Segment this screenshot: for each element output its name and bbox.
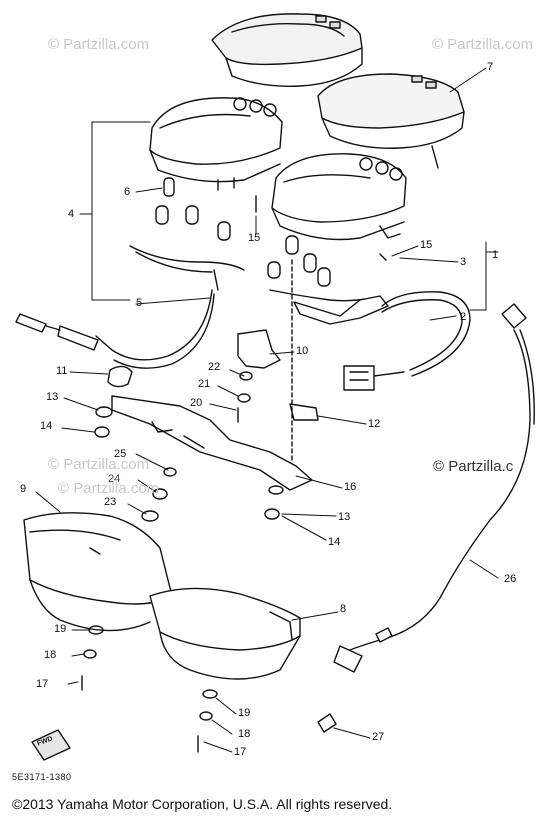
diagram-part-code: 5E3171-1380	[12, 772, 72, 782]
callout-10: 10	[296, 345, 309, 357]
callout-9: 9	[20, 483, 27, 495]
callout-17: 17	[36, 678, 49, 690]
meter-cover-lower	[317, 73, 465, 169]
meter-cover-top	[211, 13, 363, 87]
callout-14: 14	[328, 536, 341, 548]
watermark: © Partzilla.com	[58, 480, 160, 497]
callout-4: 4	[68, 208, 75, 220]
leader-lines	[35, 67, 499, 753]
callout-2: 2	[460, 311, 467, 323]
watermark: © Partzilla.c	[433, 458, 514, 475]
callout-22: 22	[208, 361, 221, 373]
meter-assembly-left	[15, 97, 283, 369]
callout-1: 1	[492, 249, 499, 261]
callout-5: 5	[136, 297, 143, 309]
callout-6: 6	[124, 186, 131, 198]
callout-24: 24	[108, 473, 121, 485]
callout-14: 14	[40, 420, 53, 432]
lower-cover-right	[149, 587, 301, 680]
callout-12: 12	[368, 418, 381, 430]
speedometer-cable	[333, 303, 535, 673]
callout-8: 8	[340, 603, 347, 615]
callout-3: 3	[460, 256, 467, 268]
callout-7: 7	[487, 61, 494, 73]
fwd-arrow	[31, 729, 71, 761]
lower-cover-left	[23, 512, 173, 632]
watermark: © Partzilla.com	[432, 36, 534, 53]
callout-23: 23	[104, 496, 117, 508]
callout-16: 16	[344, 481, 357, 493]
callout-18: 18	[238, 728, 251, 740]
callout-26: 26	[504, 573, 517, 585]
callout-11: 11	[56, 365, 68, 377]
watermark: © Partzilla.com	[48, 456, 150, 473]
meter-assembly-right	[267, 153, 471, 391]
callout-17: 17	[234, 746, 247, 758]
copyright-notice: ©2013 Yamaha Motor Corporation, U.S.A. A…	[12, 796, 393, 812]
callout-13: 13	[338, 511, 351, 523]
callout-25: 25	[114, 448, 127, 460]
callout-19: 19	[238, 707, 251, 719]
watermark: © Partzilla.com	[48, 36, 150, 53]
callout-18: 18	[44, 649, 57, 661]
callout-15: 15	[420, 239, 433, 251]
meter-bracket	[107, 259, 319, 491]
callout-20: 20	[190, 397, 203, 409]
callout-13: 13	[46, 391, 59, 403]
small-hardware	[81, 195, 387, 753]
callout-15: 15	[248, 232, 261, 244]
callout-19: 19	[54, 623, 67, 635]
callout-21: 21	[198, 378, 211, 390]
callout-27: 27	[372, 731, 385, 743]
